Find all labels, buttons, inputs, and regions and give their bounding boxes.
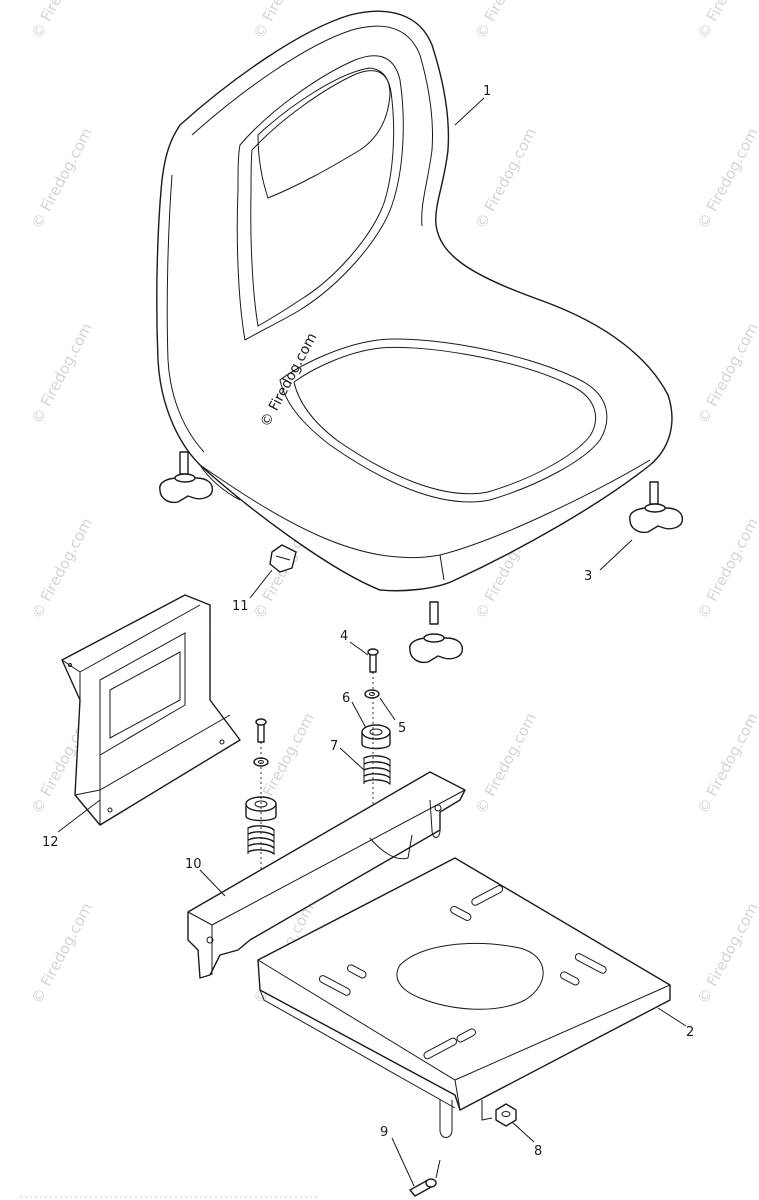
watermark: © Firedog.com (694, 515, 759, 622)
watermark: © Firedog.com (472, 710, 540, 817)
part-spring-right (363, 755, 391, 785)
callout-8: 8 (534, 1144, 542, 1159)
callout-11: 11 (232, 599, 249, 614)
part-seat-pan-plate (257, 857, 671, 1138)
callout-6: 6 (342, 691, 350, 706)
part-bolt-left (255, 718, 267, 743)
callout-12: 12 (42, 835, 59, 850)
leader-2 (657, 1007, 687, 1027)
watermark: © Firedog.com (28, 125, 96, 232)
callout-4: 4 (340, 629, 348, 644)
part-knob-bolt-left (159, 451, 214, 504)
part-spring-left (247, 825, 275, 855)
watermark: © Firedog.com (694, 125, 759, 232)
callout-2: 2 (686, 1025, 694, 1040)
watermark: © Firedog.com (694, 900, 759, 1007)
watermark: © Firedog.com (472, 125, 540, 232)
leader-9 (391, 1137, 415, 1187)
leader-4 (349, 641, 369, 656)
leader-lines (57, 97, 687, 1187)
part-seat (156, 10, 673, 592)
leader-10 (199, 869, 226, 897)
watermark: © Firedog.com (694, 710, 759, 817)
watermark: © Firedog.com (694, 0, 759, 42)
callout-labels: 1 2 3 4 5 6 7 8 9 10 11 12 (42, 84, 694, 1159)
leader-11 (249, 569, 273, 599)
callout-9: 9 (380, 1125, 388, 1140)
watermark: © Firedog.com (28, 900, 96, 1007)
callout-10: 10 (185, 857, 202, 872)
leader-7 (339, 747, 365, 771)
part-bushing-right (361, 724, 391, 750)
leader-12 (57, 799, 101, 833)
part-mounting-bracket (187, 771, 466, 979)
watermark: © Firedog.com (28, 515, 96, 622)
callout-1: 1 (483, 84, 491, 99)
callout-3: 3 (584, 569, 592, 584)
callout-7: 7 (330, 739, 338, 754)
part-pin (409, 1159, 441, 1197)
part-seat-support-bracket (61, 594, 241, 826)
leader-3 (599, 539, 633, 571)
watermark: © Firedog.com (28, 0, 96, 42)
leader-5 (379, 697, 396, 721)
watermark: © Firedog.com (472, 0, 540, 42)
part-knob-bolt-center (409, 601, 464, 664)
leader-6 (351, 701, 367, 729)
leader-1 (454, 97, 485, 126)
watermark: © Firedog.com (694, 320, 759, 427)
part-nut (495, 1103, 517, 1127)
part-knob-bolt-right (629, 481, 684, 534)
leader-8 (511, 1121, 535, 1143)
part-washer-right (364, 689, 380, 699)
watermark: © Firedog.com (28, 320, 96, 427)
part-bolt-right (367, 648, 379, 673)
part-clip (269, 544, 297, 573)
callout-5: 5 (398, 721, 406, 736)
